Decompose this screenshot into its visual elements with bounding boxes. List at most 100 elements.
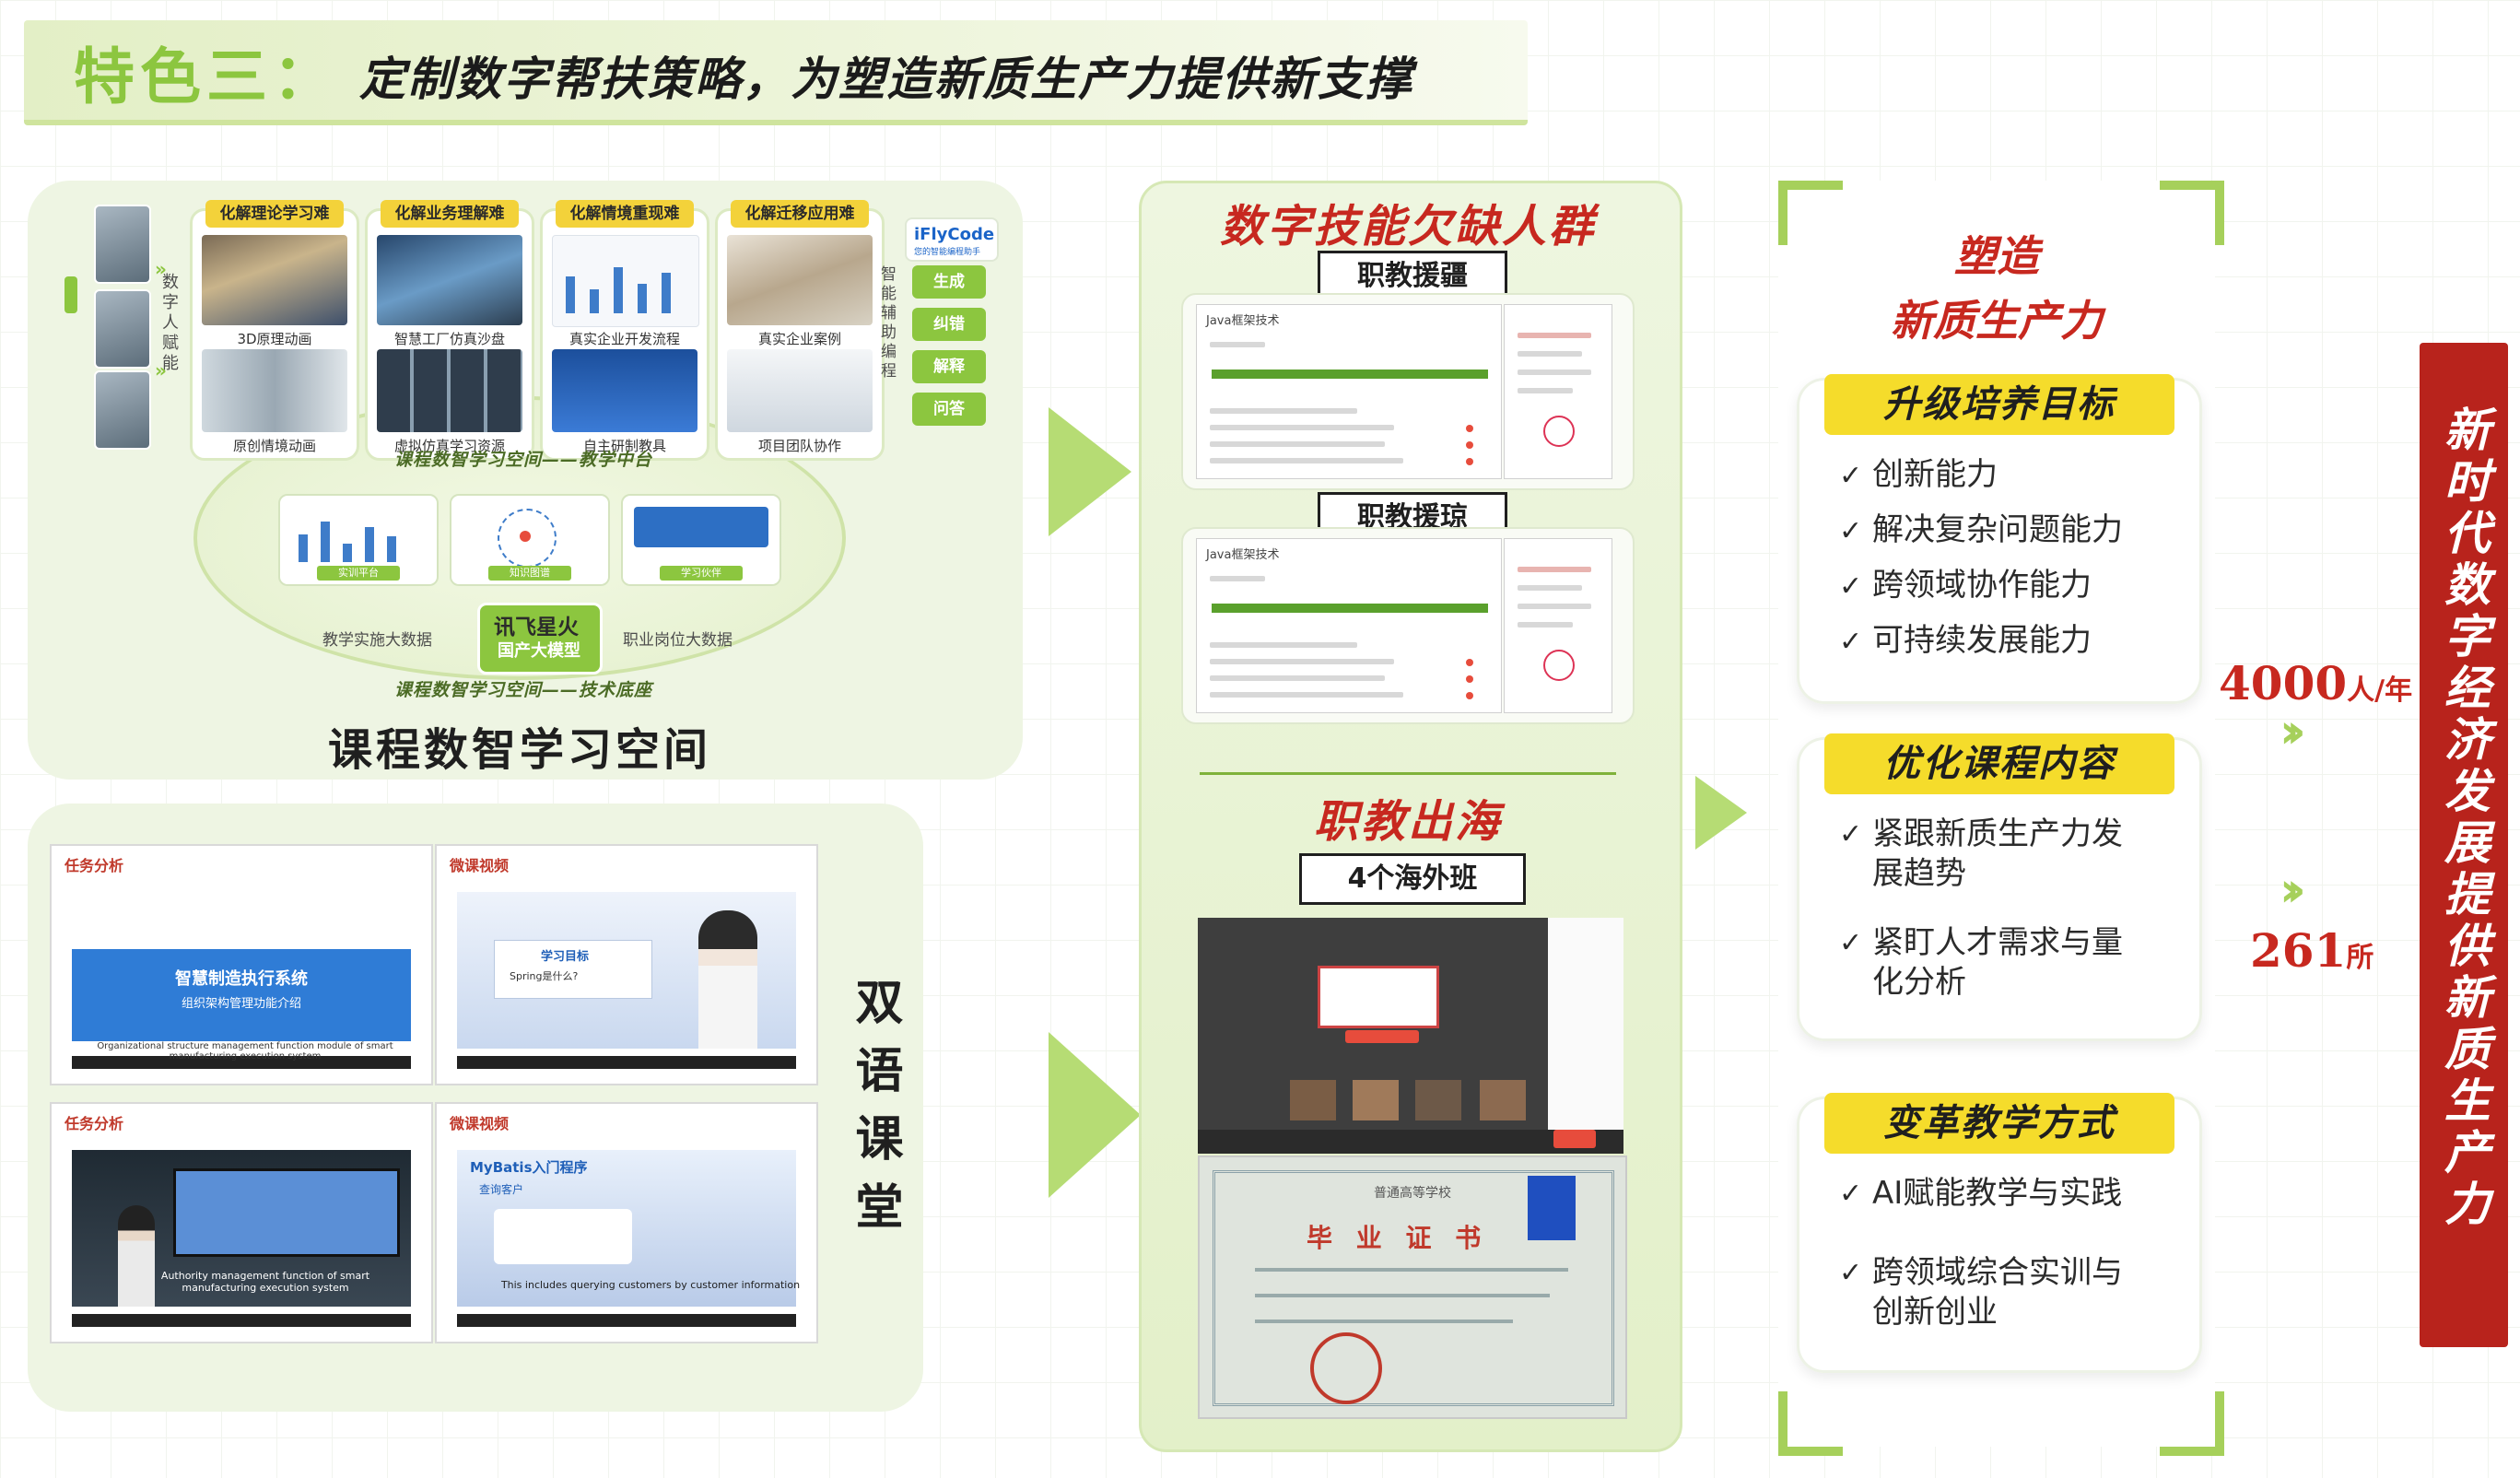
content-section-title: 优化课程内容 — [1824, 733, 2174, 794]
syllabus-doc: Java框架技术 — [1196, 538, 1502, 713]
video-header: 微课视频 — [450, 1115, 510, 1132]
video-progress-bar[interactable] — [72, 1056, 411, 1069]
document-scan — [1504, 304, 1612, 479]
doc-title: Java框架技术 — [1206, 548, 1280, 562]
graduation-certificate: 普通高等学校 毕 业 证 书 — [1198, 1155, 1627, 1419]
double-chevron-icon: ›› — [2280, 862, 2306, 918]
card-tag: 化解理论学习难 — [205, 200, 344, 228]
check-icon: ✓ — [1839, 927, 1863, 959]
video-slide-subtitle: 组织架构管理功能介绍 — [181, 997, 301, 1011]
teaching-data-label: 教学实施大数据 — [322, 631, 432, 650]
animation-screenshot — [202, 349, 347, 432]
stat-schools: 261所 — [2250, 923, 2373, 978]
feature-card: 化解情境重现难 真实企业开发流程 自主研制教具 — [540, 200, 709, 461]
assist-label: 智能辅助编程 — [877, 265, 896, 381]
card-tag: 化解迁移应用难 — [731, 200, 869, 228]
target-group-title: 数字技能欠缺人群 — [1219, 201, 1596, 252]
check-icon: ✓ — [1839, 818, 1863, 850]
goal-section-title: 升级培养目标 — [1824, 374, 2174, 435]
check-icon: ✓ — [1839, 626, 1863, 658]
certificate-title: 毕 业 证 书 — [1307, 1223, 1489, 1253]
spark-model-box — [477, 603, 603, 674]
video-thumb[interactable]: 任务分析 Authority management function of sm… — [50, 1102, 433, 1343]
video-progress-bar[interactable] — [457, 1056, 796, 1069]
video-thumb[interactable]: 任务分析 智慧制造执行系统 组织架构管理功能介绍 Organizational … — [50, 844, 433, 1085]
card-caption: 真实企业案例 — [757, 331, 841, 347]
check-icon: ✓ — [1839, 570, 1863, 603]
presenter-avatar — [698, 910, 757, 1049]
feature-card: 化解理论学习难 3D原理动画 原创情境动画 — [190, 200, 359, 461]
tech-base-banner: 课程数智学习空间——技术底座 — [394, 680, 653, 700]
double-chevron-icon: ›› — [2280, 704, 2306, 759]
dev-flow-screenshot — [552, 235, 699, 327]
case-screenshot — [727, 235, 873, 325]
classroom-board — [173, 1168, 400, 1257]
check-icon: ✓ — [1839, 1257, 1863, 1289]
iflycode-logo-box — [905, 217, 999, 262]
teaching-aid-screenshot — [552, 349, 697, 432]
card-label: 学习伙伴 — [660, 566, 743, 581]
slide-diagram — [494, 1209, 632, 1264]
digital-human-label: 数字人赋能 — [159, 273, 179, 374]
frame-corner — [1778, 181, 1843, 245]
teacher-avatar — [118, 1205, 155, 1307]
arrow-right-icon — [1695, 776, 1747, 850]
slogan-text: 新时代数字经济发展提供新质生产力 — [2437, 405, 2491, 1231]
photo-redacted — [1528, 1176, 1576, 1240]
card-caption: 原创情境动画 — [232, 438, 316, 454]
section-divider — [1200, 772, 1616, 775]
share-button — [1345, 1030, 1419, 1043]
video-header: 任务分析 — [64, 857, 124, 874]
video-thumb[interactable]: 微课视频 MyBatis入门程序 查询客户 This includes quer… — [435, 1102, 818, 1343]
iflycode-subtitle: 您的智能编程助手 — [914, 248, 981, 257]
certificate-border — [1213, 1170, 1614, 1406]
frame-corner — [1778, 1391, 1843, 1456]
card-caption: 3D原理动画 — [237, 331, 312, 347]
chevron-icon: » — [155, 359, 167, 381]
check-item: ✓AI赋能教学与实践 — [1839, 1175, 2123, 1212]
check-item: ✓紧盯人才需求与量化分析 — [1839, 924, 2123, 1001]
qa-button[interactable]: 问答 — [912, 393, 986, 426]
syllabus-doc: Java框架技术 — [1196, 304, 1502, 479]
slogan-banner — [2420, 343, 2508, 1347]
feature-card: 化解业务理解难 智慧工厂仿真沙盘 虚拟仿真学习资源 — [365, 200, 534, 461]
card-caption: 虚拟仿真学习资源 — [393, 438, 505, 454]
card-tag: 化解业务理解难 — [381, 200, 519, 228]
arrow-right-icon — [1049, 407, 1131, 536]
lesson-slide: 学习目标 Spring是什么? — [494, 940, 652, 999]
card-caption: 项目团队协作 — [757, 438, 841, 454]
stat-students: 4000人/年 — [2219, 656, 2412, 710]
digital-human-thumb — [94, 205, 151, 284]
participant-video — [1353, 1080, 1399, 1120]
video-progress-bar[interactable] — [72, 1314, 411, 1327]
productivity-title-line1: 塑造 — [1954, 231, 2039, 281]
productivity-title-line2: 新质生产力 — [1891, 296, 2103, 346]
check-icon: ✓ — [1839, 460, 1863, 492]
video-progress-bar[interactable] — [457, 1314, 796, 1327]
check-item: ✓紧跟新质生产力发展趋势 — [1839, 815, 2123, 892]
slide-title: 学习目标 — [541, 950, 590, 964]
overseas-class-tab: 4个海外班 — [1299, 853, 1526, 905]
seal-stamp — [1310, 1332, 1382, 1404]
spark-logo: 讯飞星火 — [494, 616, 579, 639]
generate-button[interactable]: 生成 — [912, 265, 986, 299]
video-screen: Authority management function of smart m… — [72, 1150, 411, 1307]
video-screen: 学习目标 Spring是什么? — [457, 892, 796, 1049]
card-caption: 智慧工厂仿真沙盘 — [393, 331, 505, 347]
slide-title: MyBatis入门程序 — [470, 1159, 588, 1176]
course-space-title: 课程数智学习空间 — [328, 724, 712, 776]
stat-schools-value: 261 — [2250, 923, 2347, 978]
stat-schools-unit: 所 — [2346, 942, 2374, 974]
explain-button[interactable]: 解释 — [912, 350, 986, 383]
frame-corner — [2160, 181, 2224, 245]
stat-students-value: 4000 — [2219, 656, 2348, 710]
card-caption: 真实企业开发流程 — [568, 331, 680, 347]
team-screenshot — [727, 349, 873, 432]
end-call-button — [1553, 1130, 1596, 1148]
doc-title: Java框架技术 — [1206, 314, 1280, 328]
fix-button[interactable]: 纠错 — [912, 308, 986, 341]
video-thumb[interactable]: 微课视频 学习目标 Spring是什么? — [435, 844, 818, 1085]
method-section-title: 变革教学方式 — [1824, 1093, 2174, 1154]
header-banner — [24, 20, 1528, 125]
check-icon: ✓ — [1839, 515, 1863, 547]
